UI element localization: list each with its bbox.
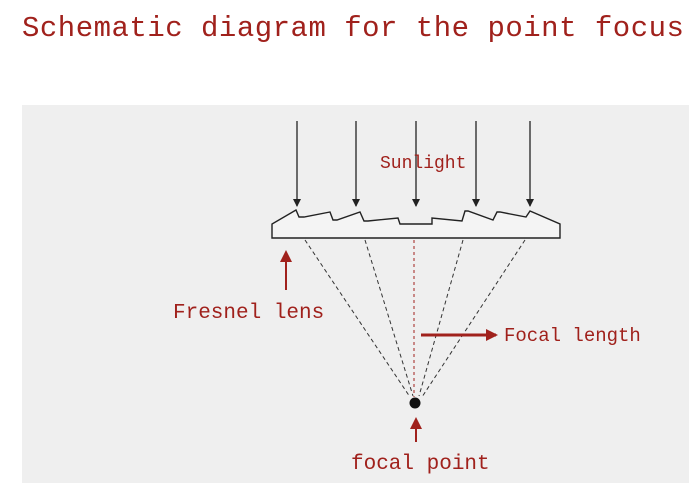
focal-point-label: focal point <box>351 453 490 476</box>
fresnel-lens-shape <box>271 208 561 239</box>
focal-length-label: Focal length <box>504 325 641 347</box>
focal-point-dot <box>409 397 421 409</box>
converging-rays <box>304 239 526 398</box>
sunlight-arrows <box>293 121 534 207</box>
sunlight-label: Sunlight <box>380 154 466 174</box>
diagram-title: Schematic diagram for the point focus <box>22 12 685 45</box>
fresnel-lens-label: Fresnel lens <box>173 302 324 325</box>
